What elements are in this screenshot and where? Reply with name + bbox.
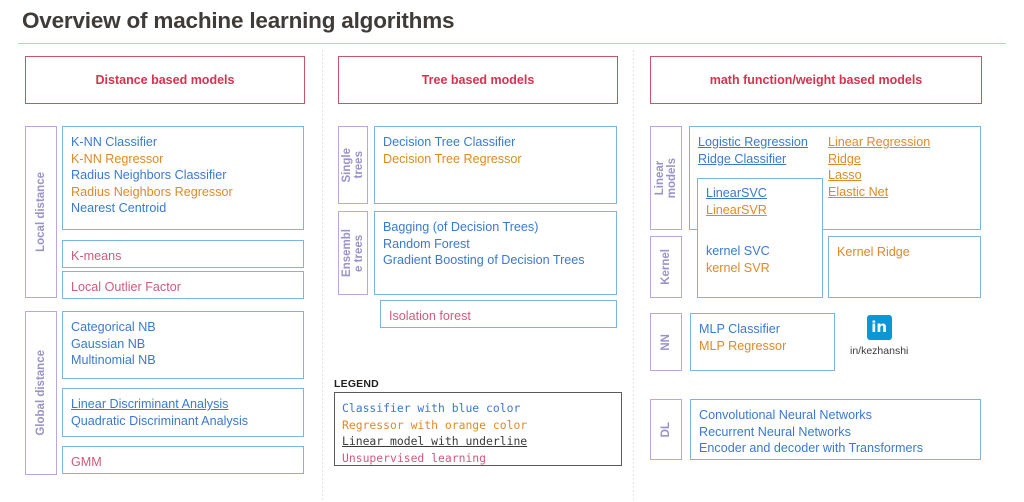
box-nn[interactable]: MLP Classifier MLP Regressor xyxy=(690,313,835,371)
list-item: Ridge xyxy=(828,151,861,166)
list-item: Decision Tree Regressor xyxy=(383,151,522,166)
box-dl[interactable]: Convolutional Neural Networks Recurrent … xyxy=(690,399,981,460)
list-item: LinearSVR xyxy=(706,202,767,217)
box-discriminant-analysis[interactable]: Linear Discriminant Analysis Quadratic D… xyxy=(62,388,304,437)
column-header-distance-label: Distance based models xyxy=(95,73,235,87)
box-local-outlier-factor[interactable]: Local Outlier Factor xyxy=(62,271,304,299)
column-header-math-label: math function/weight based models xyxy=(709,73,923,87)
list-item: GMM xyxy=(71,455,102,469)
column-header-tree[interactable]: Tree based models xyxy=(338,56,618,104)
list-item: Radius Neighbors Classifier xyxy=(71,168,227,183)
box-svm[interactable]: LinearSVC LinearSVR kernel SVC kernel SV… xyxy=(697,178,823,298)
list-item: Convolutional Neural Networks xyxy=(699,408,872,422)
group-label-global-distance: Global distance xyxy=(25,311,57,475)
box-kmeans[interactable]: K-means xyxy=(62,240,304,268)
list-item: Gradient Boosting of Decision Trees xyxy=(383,253,585,268)
group-label-ensemble-trees-text: Ensembl e trees xyxy=(340,229,365,277)
list-item: Linear Regression xyxy=(828,135,931,149)
list-item: K-NN Regressor xyxy=(71,151,164,166)
legend-item-regressor: Regressor with orange color xyxy=(342,417,528,432)
box-kernel-ridge[interactable]: Kernel Ridge xyxy=(828,236,981,298)
legend-title: LEGEND xyxy=(334,378,379,390)
box-ensemble-trees[interactable]: Bagging (of Decision Trees) Random Fores… xyxy=(374,211,617,295)
list-item: Ridge Classifier xyxy=(698,151,787,166)
list-item: Elastic Net xyxy=(828,184,889,199)
list-item: Logistic Regression xyxy=(698,135,808,149)
group-label-local-distance: Local distance xyxy=(25,126,57,298)
list-item: Multinomial NB xyxy=(71,353,156,368)
group-label-nn: NN xyxy=(650,313,682,371)
list-item: Nearest Centroid xyxy=(71,201,167,216)
box-isolation-forest[interactable]: Isolation forest xyxy=(380,300,617,328)
group-label-linear-models: Linear models xyxy=(650,126,682,230)
column-divider-left xyxy=(322,50,323,502)
list-item: Recurrent Neural Networks xyxy=(699,424,851,439)
list-item: Encoder and decoder with Transformers xyxy=(699,441,923,456)
group-label-nn-text: NN xyxy=(659,333,672,351)
list-item: Decision Tree Classifier xyxy=(383,135,516,149)
group-label-linear-models-text: Linear models xyxy=(653,157,678,199)
column-header-math[interactable]: math function/weight based models xyxy=(650,56,982,104)
column-divider-right xyxy=(633,50,634,502)
group-label-dl: DL xyxy=(650,399,682,460)
column-header-tree-label: Tree based models xyxy=(421,73,535,87)
list-item: K-NN Classifier xyxy=(71,135,158,149)
list-item: MLP Classifier xyxy=(699,322,780,336)
list-item: K-means xyxy=(71,249,122,263)
group-label-kernel: Kernel xyxy=(650,236,682,298)
list-item: Bagging (of Decision Trees) xyxy=(383,220,539,234)
list-item: Isolation forest xyxy=(389,309,471,323)
box-local-distance-supervised[interactable]: K-NN Classifier K-NN Regressor Radius Ne… xyxy=(62,126,304,230)
list-item: Local Outlier Factor xyxy=(71,280,181,294)
linkedin-block[interactable]: in in/kezhanshi xyxy=(850,315,908,357)
legend-item-classifier: Classifier with blue color xyxy=(342,401,521,415)
list-item: Kernel Ridge xyxy=(837,245,910,259)
group-label-kernel-text: Kernel xyxy=(659,249,672,285)
list-item: Radius Neighbors Regressor xyxy=(71,184,233,199)
list-item: Linear Discriminant Analysis xyxy=(71,397,229,411)
list-item: Categorical NB xyxy=(71,320,156,334)
group-label-dl-text: DL xyxy=(659,421,672,438)
group-label-global-distance-text: Global distance xyxy=(34,350,47,436)
group-label-single-trees: Single trees xyxy=(338,126,368,204)
box-gmm[interactable]: GMM xyxy=(62,446,304,474)
list-item: LinearSVC xyxy=(706,186,767,200)
linkedin-icon[interactable]: in xyxy=(866,315,892,340)
list-item: Gaussian NB xyxy=(71,336,146,351)
box-naive-bayes[interactable]: Categorical NB Gaussian NB Multinomial N… xyxy=(62,311,304,379)
list-item: Lasso xyxy=(828,168,862,183)
list-item: Random Forest xyxy=(383,236,470,251)
legend-item-linear-model: Linear model with underline xyxy=(342,434,528,449)
group-label-local-distance-text: Local distance xyxy=(34,172,47,252)
column-header-distance[interactable]: Distance based models xyxy=(25,56,305,104)
list-item: kernel SVR xyxy=(706,260,770,275)
legend-item-unsupervised: Unsupervised learning xyxy=(342,450,487,465)
page-title: Overview of machine learning algorithms xyxy=(22,8,455,33)
linkedin-handle: in/kezhanshi xyxy=(850,345,909,357)
title-divider xyxy=(18,43,1006,44)
box-single-trees[interactable]: Decision Tree Classifier Decision Tree R… xyxy=(374,126,617,204)
group-label-single-trees-text: Single trees xyxy=(340,147,365,183)
list-item: MLP Regressor xyxy=(699,338,787,353)
list-item: Quadratic Discriminant Analysis xyxy=(71,413,249,428)
legend-box: Classifier with blue color Regressor wit… xyxy=(334,392,622,466)
list-item: kernel SVC xyxy=(706,244,770,258)
group-label-ensemble-trees: Ensembl e trees xyxy=(338,211,368,295)
